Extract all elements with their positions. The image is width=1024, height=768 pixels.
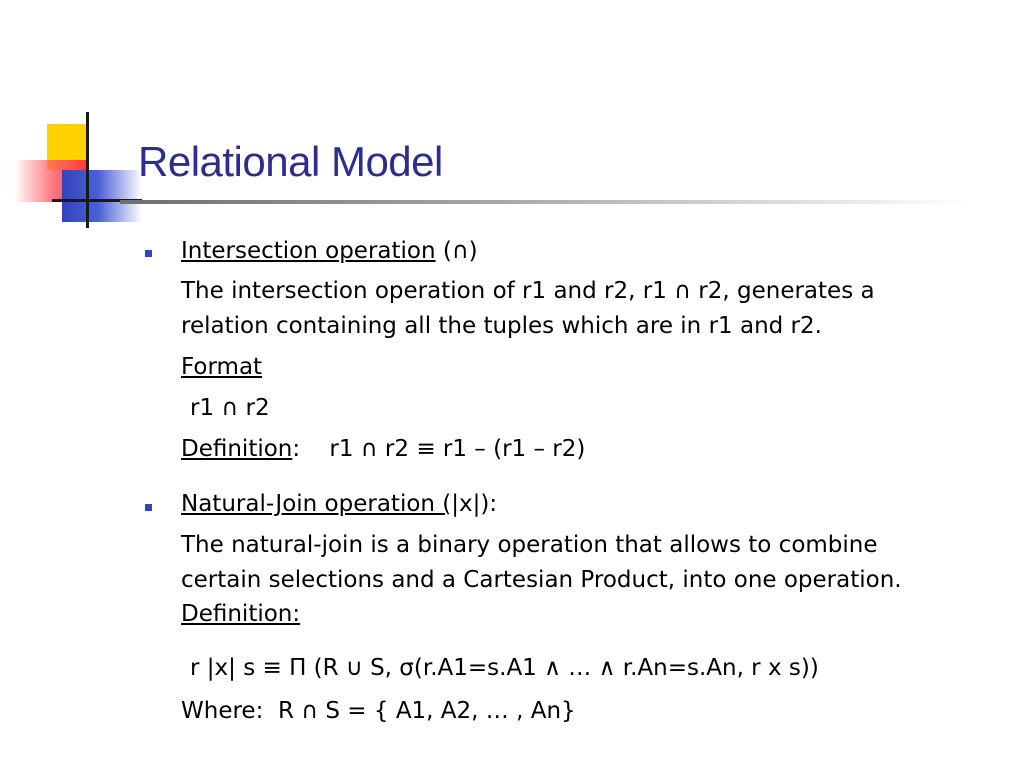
title-underline-rule bbox=[120, 200, 970, 204]
format-expression: r1 ∩ r2 bbox=[190, 395, 270, 421]
definition-label: Definition bbox=[181, 436, 293, 462]
intersection-link[interactable]: Intersection operation bbox=[181, 238, 436, 264]
bullet-icon bbox=[145, 250, 152, 257]
intersection-description-line-2: relation containing all the tuples which… bbox=[181, 313, 822, 339]
intersection-symbol: (∩) bbox=[435, 238, 478, 264]
natural-join-symbol: |x|): bbox=[451, 491, 498, 517]
bullet-icon bbox=[145, 504, 152, 511]
intersection-definition: Definition: r1 ∩ r2 ≡ r1 – (r1 – r2) bbox=[181, 432, 585, 466]
decor-blue-square bbox=[62, 170, 142, 222]
slide-title: Relational Model bbox=[138, 138, 443, 185]
decor-vertical-line bbox=[86, 112, 89, 228]
natural-join-definition-expression: r |x| s ≡ Π (R ∪ S, σ(r.A1=s.A1 ∧ … ∧ r.… bbox=[190, 655, 819, 681]
natural-join-description-line-2: certain selections and a Cartesian Produ… bbox=[181, 567, 902, 593]
natural-join-link[interactable]: Natural-Join operation ( bbox=[181, 491, 452, 517]
format-label: Format bbox=[181, 354, 263, 380]
intersection-description-line-1: The intersection operation of r1 and r2,… bbox=[181, 278, 875, 304]
natural-join-definition-label: Definition: bbox=[181, 601, 301, 627]
decor-horizontal-line bbox=[52, 199, 142, 202]
section-heading-natural-join: Natural-Join operation (|x|): bbox=[181, 487, 497, 521]
natural-join-where-clause: Where: R ∩ S = { A1, A2, … , An} bbox=[181, 698, 576, 724]
section-heading-intersection: Intersection operation (∩) bbox=[181, 234, 478, 268]
natural-join-description-line-1: The natural-join is a binary operation t… bbox=[181, 532, 878, 558]
definition-expression: : r1 ∩ r2 ≡ r1 – (r1 – r2) bbox=[292, 436, 586, 462]
